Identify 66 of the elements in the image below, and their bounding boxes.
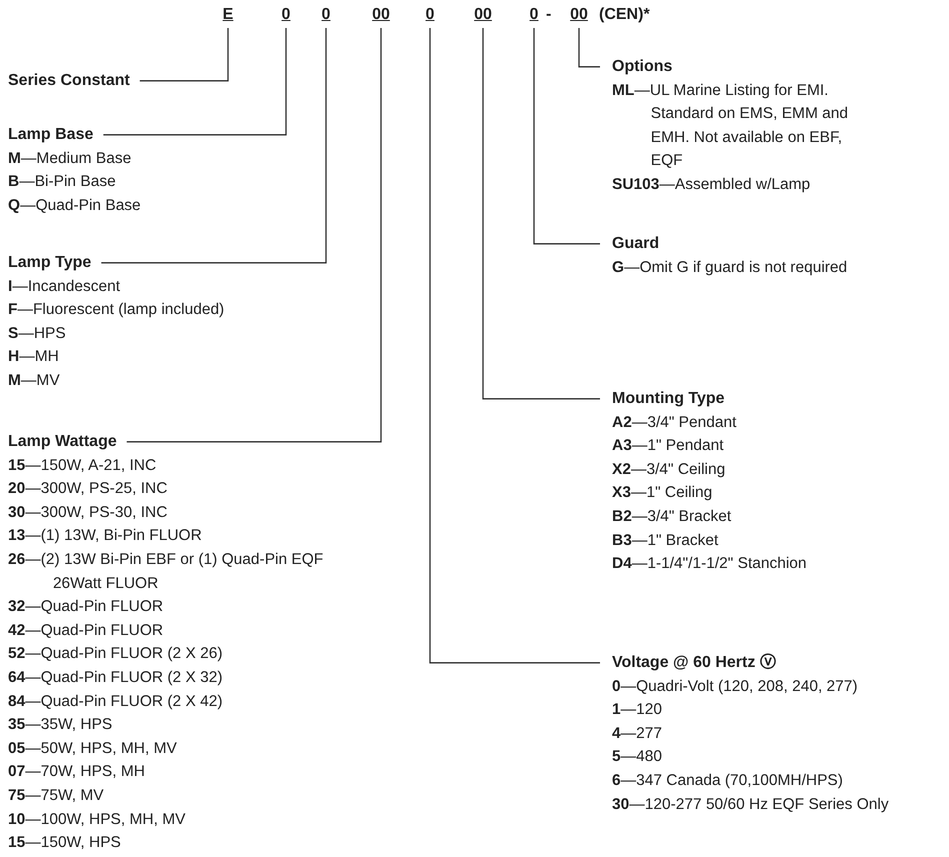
code-option: 30—300W, PS-30, INC (8, 500, 368, 524)
code-option: 35—35W, HPS (8, 713, 368, 737)
code-option: 05—50W, HPS, MH, MV (8, 736, 368, 760)
code-option: 15—150W, A-21, INC (8, 454, 368, 478)
section-heading: Lamp Wattage (8, 432, 117, 452)
code-option: 1—120 (612, 698, 947, 722)
code-option: B3—1" Bracket (612, 528, 872, 552)
section-heading: Lamp Type (8, 253, 92, 273)
code-option: 6—347 Canada (70,100MH/HPS) (612, 768, 947, 793)
code-character: 0 (530, 6, 538, 24)
code-option: M—Medium Base (8, 146, 268, 170)
code-character: 00 (372, 6, 390, 24)
code-option: 42—Quad-Pin FLUOR (8, 618, 368, 642)
leader-line (429, 28, 600, 664)
code-option: 20—300W, PS-25, INC (8, 477, 368, 501)
leader-line (126, 28, 382, 442)
code-option: 32—Quad-Pin FLUOR (8, 595, 368, 619)
leader-line (101, 28, 327, 264)
code-option: 4—277 (612, 722, 947, 746)
leader-line (103, 28, 287, 136)
code-character: 0 (322, 6, 330, 24)
code-option: B2—3/4" Bracket (612, 504, 872, 529)
code-option: ML—UL Marine Listing for EMI. Standard on EMS, EMM and EMH. Not available on EBF, EQF (612, 78, 852, 173)
code-option: X2—3/4" Ceiling (612, 458, 872, 482)
code-option: F—Fluorescent (lamp included) (8, 298, 308, 322)
code-option: G—Omit G if guard is not required (612, 256, 852, 280)
leader-line (578, 28, 600, 68)
code-option: H—MH (8, 345, 308, 369)
code-suffix: (CEN)* (599, 6, 650, 24)
code-separator: - (546, 6, 552, 24)
section-heading: Series Constant (8, 71, 130, 91)
section-heading: Voltage @ 60 Hertz ⓥ (612, 652, 776, 673)
leader-line (533, 28, 600, 244)
code-option: X3—1" Ceiling (612, 481, 872, 505)
section-heading: Mounting Type (612, 389, 725, 409)
code-option: 07—70W, HPS, MH (8, 760, 368, 784)
leader-line (482, 28, 600, 400)
leader-line (140, 28, 229, 82)
code-option: 64—Quad-Pin FLUOR (2 X 32) (8, 666, 368, 690)
code-option: B—Bi-Pin Base (8, 170, 268, 194)
code-option: 52—Quad-Pin FLUOR (2 X 26) (8, 642, 368, 666)
code-option: 5—480 (612, 745, 947, 769)
code-character: 00 (570, 6, 588, 24)
code-option: 84—Quad-Pin FLUOR (2 X 42) (8, 690, 368, 714)
code-option: 15—150W, HPS (8, 831, 368, 855)
section-heading: Options (612, 57, 672, 77)
code-option: D4—1-1/4"/1-1/2" Stanchion (612, 552, 872, 576)
code-character: 0 (426, 6, 434, 24)
code-option: 26—(2) 13W Bi-Pin EBF or (1) Quad-Pin EQF 26Watt FLUOR (8, 548, 368, 596)
code-character: 00 (474, 6, 492, 24)
code-option: A3—1" Pendant (612, 434, 872, 458)
code-character: E (222, 6, 234, 24)
code-option: 75—75W, MV (8, 784, 368, 808)
section-heading: Guard (612, 234, 660, 254)
code-option: 13—(1) 13W, Bi-Pin FLUOR (8, 524, 368, 548)
code-option: M—MV (8, 368, 308, 393)
code-character: 0 (282, 6, 290, 24)
code-option: SU103—Assembled w/Lamp (612, 172, 852, 197)
section-heading: Lamp Base (8, 125, 94, 145)
code-option: S—HPS (8, 322, 308, 346)
code-option: 10—100W, HPS, MH, MV (8, 808, 368, 832)
code-option: A2—3/4" Pendant (612, 410, 872, 434)
code-option: I—Incandescent (8, 274, 308, 298)
code-option: 30—120-277 50/60 Hz EQF Series Only (612, 792, 947, 816)
code-option: 0—Quadri-Volt (120, 208, 240, 277) (612, 674, 947, 698)
code-option: Q—Quad-Pin Base (8, 194, 268, 218)
